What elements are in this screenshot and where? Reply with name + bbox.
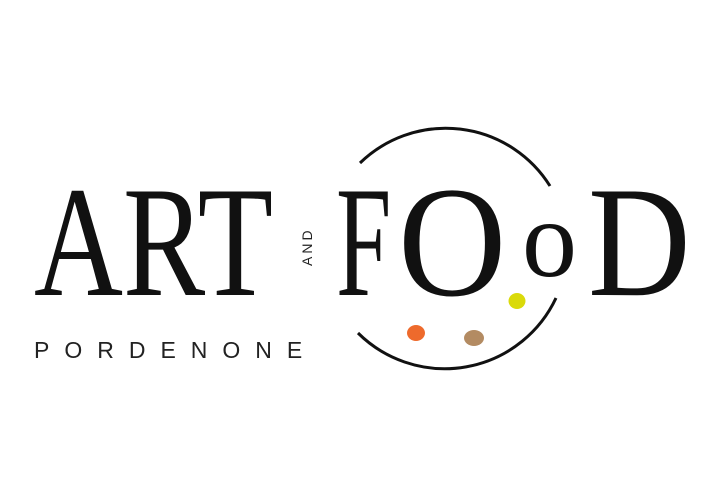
dot-yellow [508, 293, 526, 309]
word-food-f: F [336, 154, 391, 330]
word-and: AND [299, 227, 315, 266]
word-food-o-large: O [398, 156, 506, 330]
dot-tan [464, 330, 484, 346]
subtitle-pordenone: PORDENONE [34, 337, 317, 363]
word-art: ART [34, 154, 273, 329]
word-food-d: D [588, 154, 691, 330]
plate-arc-bottom [356, 297, 558, 371]
plate-arc-top [358, 126, 552, 187]
dot-orange [407, 325, 425, 341]
word-food-o-small: o [522, 178, 577, 300]
